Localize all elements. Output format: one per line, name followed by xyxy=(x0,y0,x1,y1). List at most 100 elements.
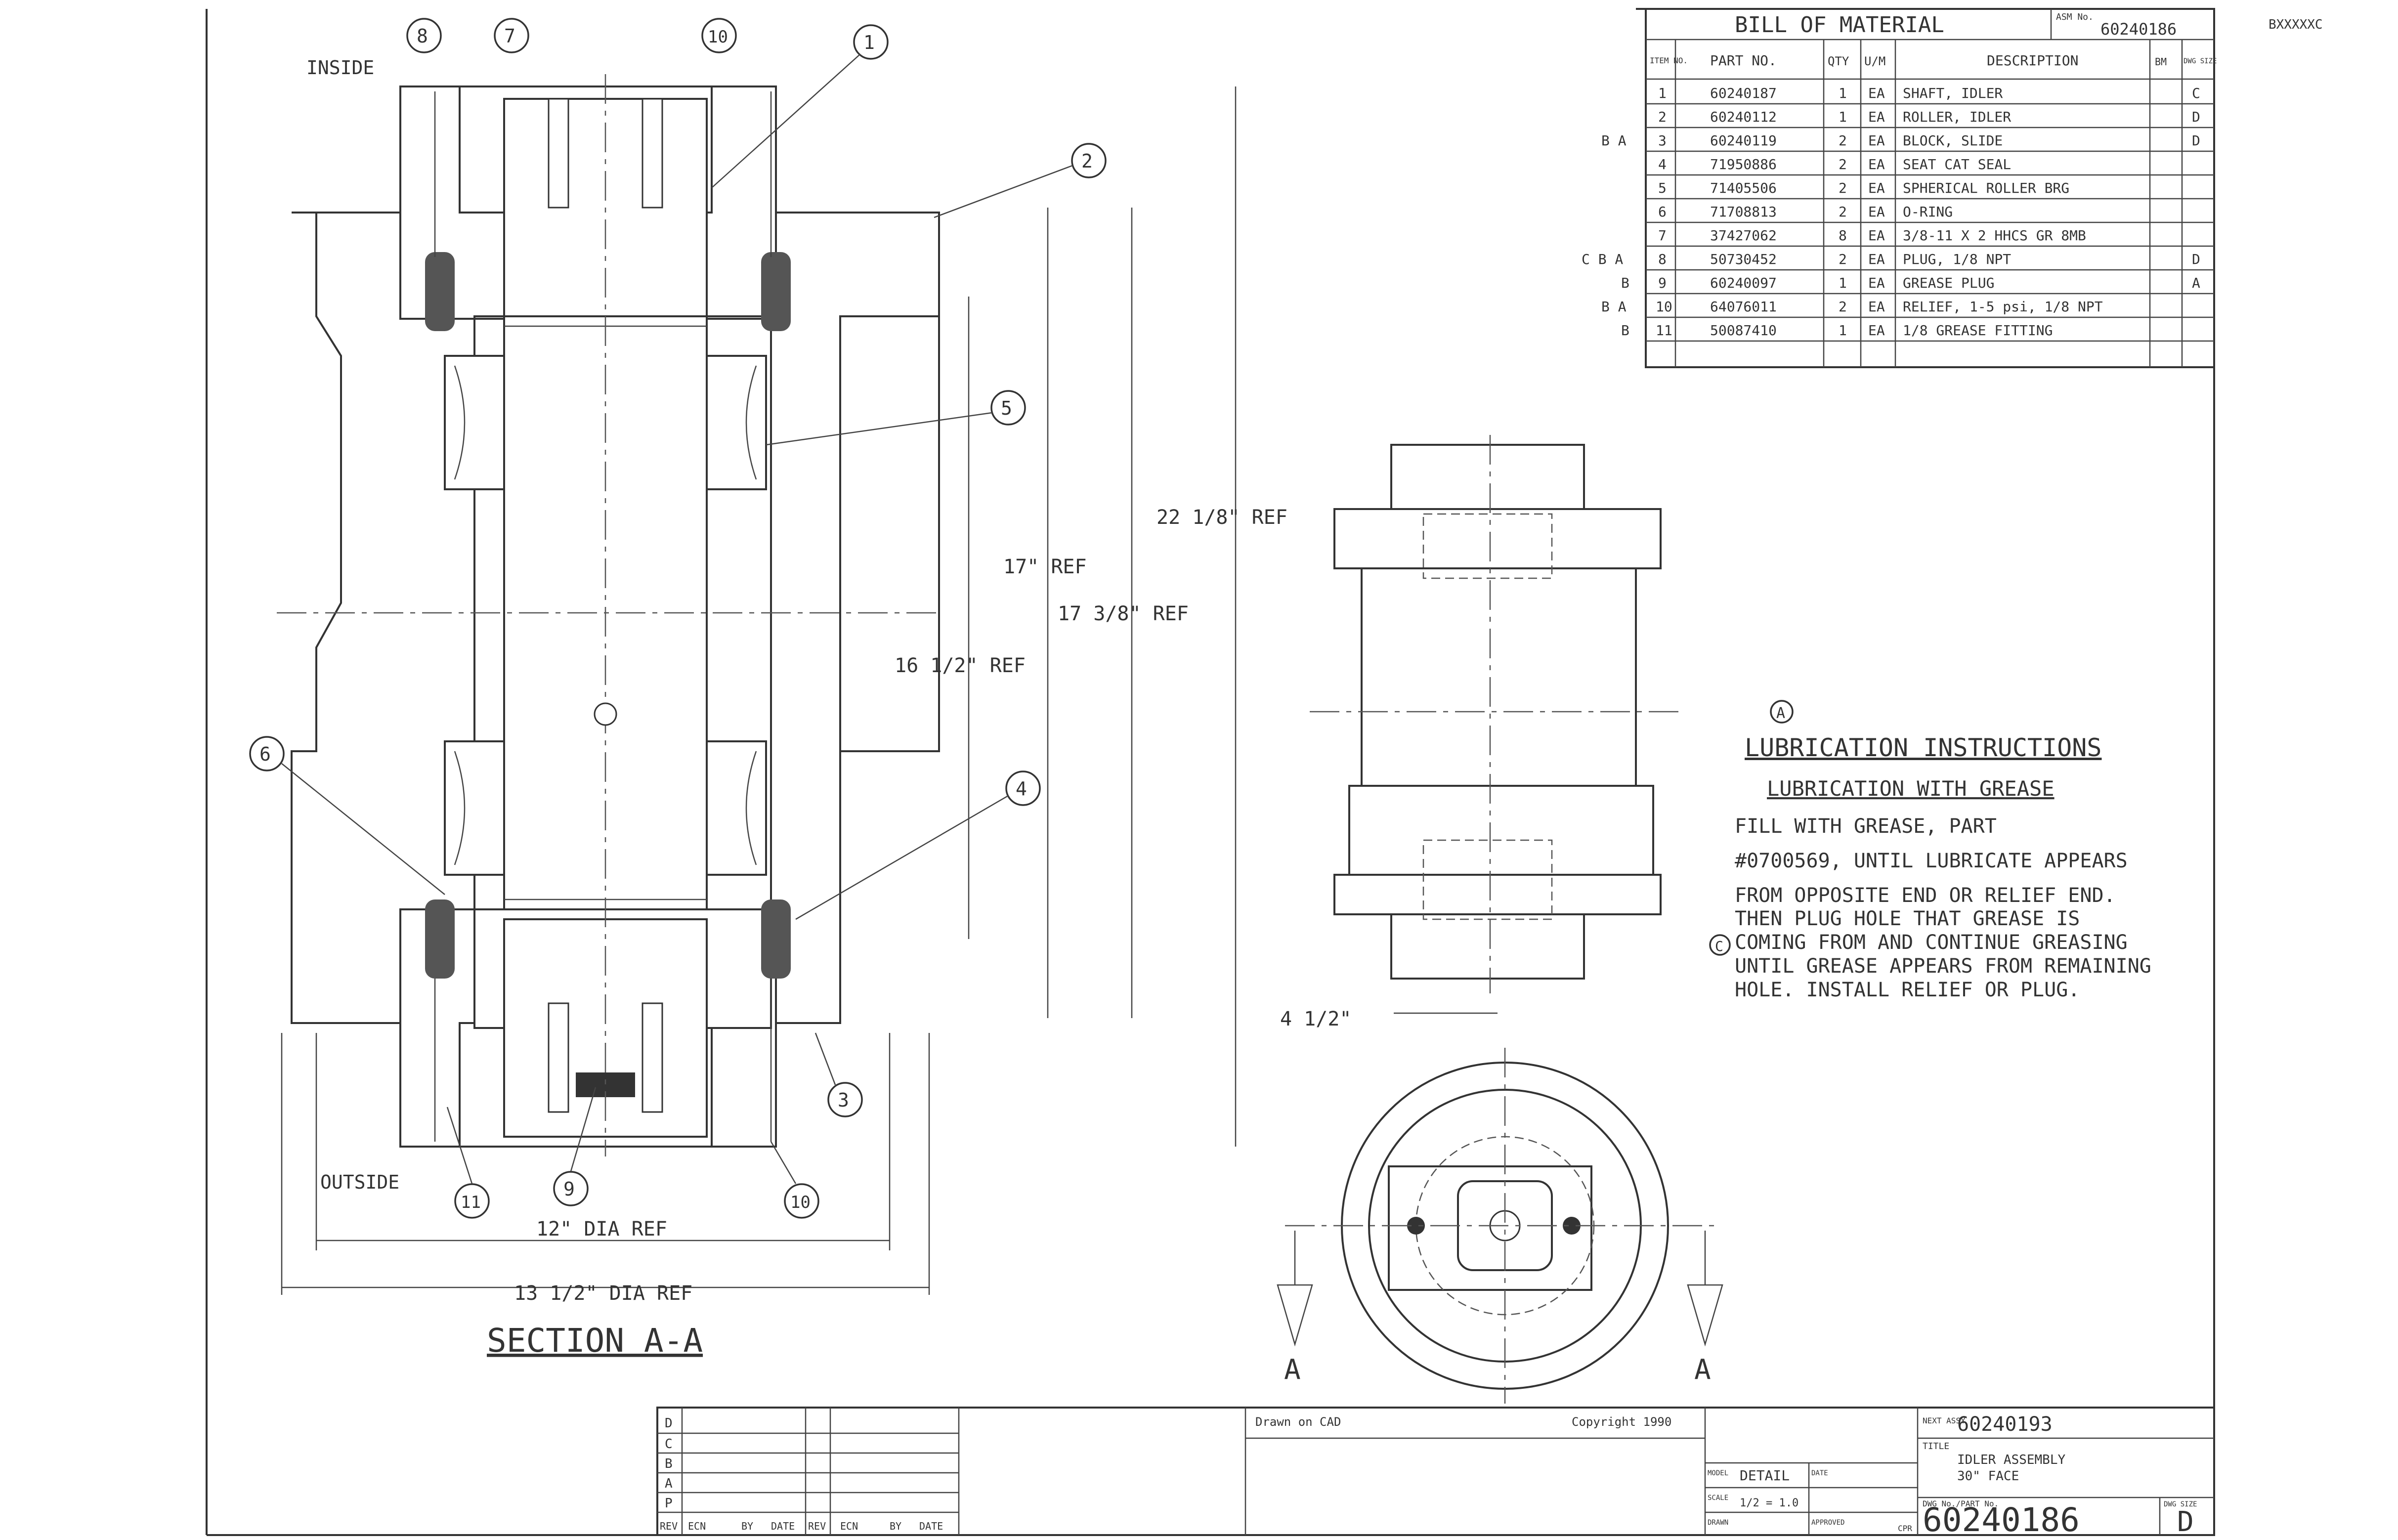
date-label: DATE xyxy=(1811,1469,1828,1477)
svg-text:4: 4 xyxy=(1016,778,1027,800)
bill-of-material: BILL OF MATERIAL ASM No. 60240186 ITEM N… xyxy=(1582,8,2217,368)
drawn-on-cad: Drawn on CAD xyxy=(1255,1415,1341,1429)
svg-text:2: 2 xyxy=(1658,109,1667,125)
outside-label: OUTSIDE xyxy=(320,1171,399,1193)
svg-text:EA: EA xyxy=(1868,204,1885,220)
svg-text:EA: EA xyxy=(1868,180,1885,196)
seals xyxy=(425,252,791,979)
balloon-9: 9 xyxy=(553,1171,589,1206)
bolts xyxy=(434,91,772,1142)
svg-text:37427062: 37427062 xyxy=(1710,227,1777,244)
lube-line-5: COMING FROM AND CONTINUE GREASING xyxy=(1735,931,2128,954)
svg-text:RELIEF, 1-5 psi, 1/8 NPT: RELIEF, 1-5 psi, 1/8 NPT xyxy=(1903,299,2103,315)
svg-text:B: B xyxy=(1621,275,1629,291)
balloon-8: 8 xyxy=(406,18,442,53)
rev-A: A xyxy=(665,1476,673,1491)
title-block xyxy=(656,1407,2215,1536)
svg-text:9: 9 xyxy=(563,1178,575,1200)
svg-text:EA: EA xyxy=(1868,227,1885,244)
bom-h-item: ITEM NO. xyxy=(1650,56,1688,65)
dim-22-ref: 22 1/8" REF xyxy=(1156,506,1287,529)
lube-line-6: UNTIL GREASE APPEARS FROM REMAINING xyxy=(1735,955,2151,978)
svg-text:D: D xyxy=(2192,132,2200,149)
section-marker-right: A xyxy=(1694,1354,1711,1386)
dim-17-ref: 17" REF xyxy=(1003,556,1087,578)
svg-text:2: 2 xyxy=(1839,156,1847,172)
svg-text:EA: EA xyxy=(1868,132,1885,149)
scale-label: SCALE xyxy=(1708,1494,1728,1502)
svg-text:7: 7 xyxy=(504,25,515,47)
dwg-size: D xyxy=(2177,1506,2194,1538)
balloon-7: 7 xyxy=(494,18,529,53)
rev-C: C xyxy=(665,1437,673,1452)
svg-text:50730452: 50730452 xyxy=(1710,251,1777,267)
upper-bearing xyxy=(444,355,767,490)
svg-text:PLUG, 1/8 NPT: PLUG, 1/8 NPT xyxy=(1903,251,2011,267)
lube-line-2: #0700569, UNTIL LUBRICATE APPEARS xyxy=(1735,850,2128,872)
svg-text:10: 10 xyxy=(1656,299,1672,315)
svg-text:8: 8 xyxy=(1658,251,1667,267)
balloon-10-top: 10 xyxy=(701,18,737,53)
svg-text:60240112: 60240112 xyxy=(1710,109,1777,125)
section-title: SECTION A-A xyxy=(487,1322,703,1360)
svg-text:3/8-11 X 2 HHCS GR 8MB: 3/8-11 X 2 HHCS GR 8MB xyxy=(1903,227,2086,244)
svg-text:B: B xyxy=(1621,322,1629,339)
balloon-4: 4 xyxy=(1005,770,1041,806)
svg-text:GREASE PLUG: GREASE PLUG xyxy=(1903,275,1994,291)
revision-table: D C B A P REV ECN BY DATE REV ECN BY DAT… xyxy=(660,1416,943,1532)
lube-line-3: FROM OPPOSITE END OR RELIEF END. xyxy=(1735,884,2116,907)
svg-text:2: 2 xyxy=(1081,150,1093,172)
side-view xyxy=(1310,435,1680,993)
svg-text:5: 5 xyxy=(1001,397,1012,419)
svg-text:2: 2 xyxy=(1839,180,1847,196)
svg-text:SEAT CAT SEAL: SEAT CAT SEAL xyxy=(1903,156,2011,172)
svg-text:1: 1 xyxy=(1839,322,1847,339)
svg-text:BY: BY xyxy=(890,1520,901,1532)
svg-text:EA: EA xyxy=(1868,109,1885,125)
svg-text:EA: EA xyxy=(1868,85,1885,101)
next-assy: 60240193 xyxy=(1957,1413,2053,1436)
svg-text:EA: EA xyxy=(1868,251,1885,267)
title-line-1: IDLER ASSEMBLY xyxy=(1957,1453,2065,1467)
svg-text:ECN: ECN xyxy=(688,1520,706,1532)
svg-text:2: 2 xyxy=(1839,299,1847,315)
svg-text:REV: REV xyxy=(660,1520,678,1532)
svg-text:ECN: ECN xyxy=(840,1520,858,1532)
svg-text:BLOCK, SLIDE: BLOCK, SLIDE xyxy=(1903,132,2003,149)
balloon-2: 2 xyxy=(1071,143,1107,178)
lube-line-1: FILL WITH GREASE, PART xyxy=(1735,815,1997,838)
svg-text:DATE: DATE xyxy=(919,1520,943,1532)
svg-text:1/8 GREASE FITTING: 1/8 GREASE FITTING xyxy=(1903,322,2053,339)
bom-h-part: PART NO. xyxy=(1710,52,1777,69)
scale: 1/2 = 1.0 xyxy=(1740,1497,1798,1509)
svg-text:BY: BY xyxy=(741,1520,753,1532)
svg-text:EA: EA xyxy=(1868,156,1885,172)
title-label: TITLE xyxy=(1923,1441,1949,1452)
drawn-label: DRAWN xyxy=(1708,1519,1728,1527)
svg-text:11: 11 xyxy=(461,1193,481,1212)
balloon-1: 1 xyxy=(853,24,889,60)
svg-text:EA: EA xyxy=(1868,322,1885,339)
svg-text:6: 6 xyxy=(259,743,271,765)
lube-subtitle: LUBRICATION WITH GREASE xyxy=(1767,776,2055,801)
section-view: INSIDE OUTSIDE SECTION A-A 12" DIA REF 1… xyxy=(249,18,1498,1360)
svg-text:ROLLER, IDLER: ROLLER, IDLER xyxy=(1903,109,2011,125)
svg-text:1: 1 xyxy=(1839,275,1847,291)
svg-text:C: C xyxy=(1715,938,1723,954)
dim-16-ref: 16 1/2" REF xyxy=(895,654,1026,677)
svg-text:D: D xyxy=(2192,109,2200,125)
copyright: Copyright 1990 xyxy=(1572,1415,1671,1429)
svg-text:50087410: 50087410 xyxy=(1710,322,1777,339)
svg-text:6: 6 xyxy=(1658,204,1667,220)
dim-17-38-ref: 17 3/8" REF xyxy=(1058,602,1189,625)
balloon-11: 11 xyxy=(454,1183,490,1219)
